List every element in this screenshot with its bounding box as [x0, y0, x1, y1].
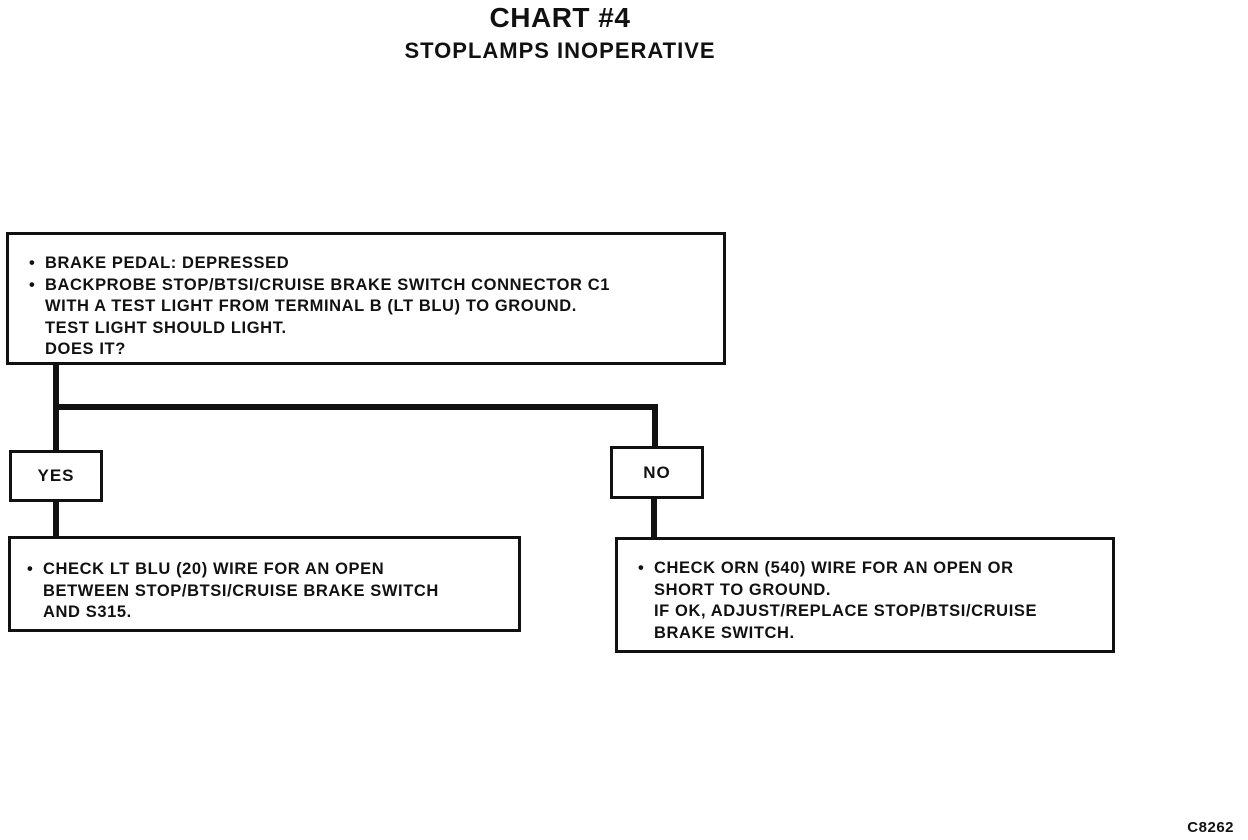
yes-action-item: CHECK LT BLU (20) WIRE FOR AN OPEN BETWE…: [25, 559, 508, 624]
test-step-line: BACKPROBE STOP/BTSI/CRUISE BRAKE SWITCH …: [45, 275, 611, 294]
no-action-list: CHECK ORN (540) WIRE FOR AN OPEN OR SHOR…: [636, 558, 1104, 644]
yes-label-box: YES: [9, 450, 103, 502]
test-step-item: BACKPROBE STOP/BTSI/CRUISE BRAKE SWITCH …: [27, 275, 713, 361]
no-action-line-text: CHECK ORN (540) WIRE FOR AN OPEN OR: [654, 559, 1014, 577]
test-step-box: BRAKE PEDAL: DEPRESSED BACKPROBE STOP/BT…: [6, 232, 726, 365]
split-line: [53, 404, 658, 410]
chart-title: CHART #4: [489, 2, 631, 33]
test-step-line: WITH A TEST LIGHT FROM TERMINAL B (LT BL…: [45, 297, 577, 315]
test-step-line: DOES IT?: [45, 340, 126, 358]
yes-action-line-text: CHECK LT BLU (20) WIRE FOR AN OPEN: [43, 560, 385, 578]
no-action-line-text: SHORT TO GROUND.: [654, 580, 832, 599]
yes-action-list: CHECK LT BLU (20) WIRE FOR AN OPEN BETWE…: [25, 559, 508, 624]
no-label: NO: [643, 463, 671, 482]
yes-label: YES: [37, 466, 75, 485]
no-action-line-text: IF OK, ADJUST/REPLACE STOP/BTSI/CRUISE: [654, 602, 1038, 620]
no-action-line-text: BRAKE SWITCH.: [654, 623, 795, 642]
figure-code: C8262: [1187, 819, 1234, 836]
yes-action-line-text: AND S315.: [43, 603, 132, 621]
test-step-list: BRAKE PEDAL: DEPRESSED BACKPROBE STOP/BT…: [27, 253, 713, 361]
yes-action-line: [53, 501, 59, 537]
yes-action-box: CHECK LT BLU (20) WIRE FOR AN OPEN BETWE…: [8, 536, 521, 632]
yes-action-line-text: BETWEEN STOP/BTSI/CRUISE BRAKE SWITCH: [43, 581, 439, 600]
no-action-line: [651, 498, 657, 538]
test-step-item: BRAKE PEDAL: DEPRESSED: [27, 253, 713, 275]
no-label-box: NO: [610, 446, 704, 499]
no-action-item: CHECK ORN (540) WIRE FOR AN OPEN OR SHOR…: [636, 558, 1104, 644]
test-step-line: TEST LIGHT SHOULD LIGHT.: [45, 318, 287, 337]
no-drop-line: [652, 404, 658, 450]
test-step-line: BRAKE PEDAL: DEPRESSED: [45, 254, 290, 272]
chart-subtitle: STOPLAMPS INOPERATIVE: [404, 38, 716, 63]
no-action-box: CHECK ORN (540) WIRE FOR AN OPEN OR SHOR…: [615, 537, 1115, 653]
